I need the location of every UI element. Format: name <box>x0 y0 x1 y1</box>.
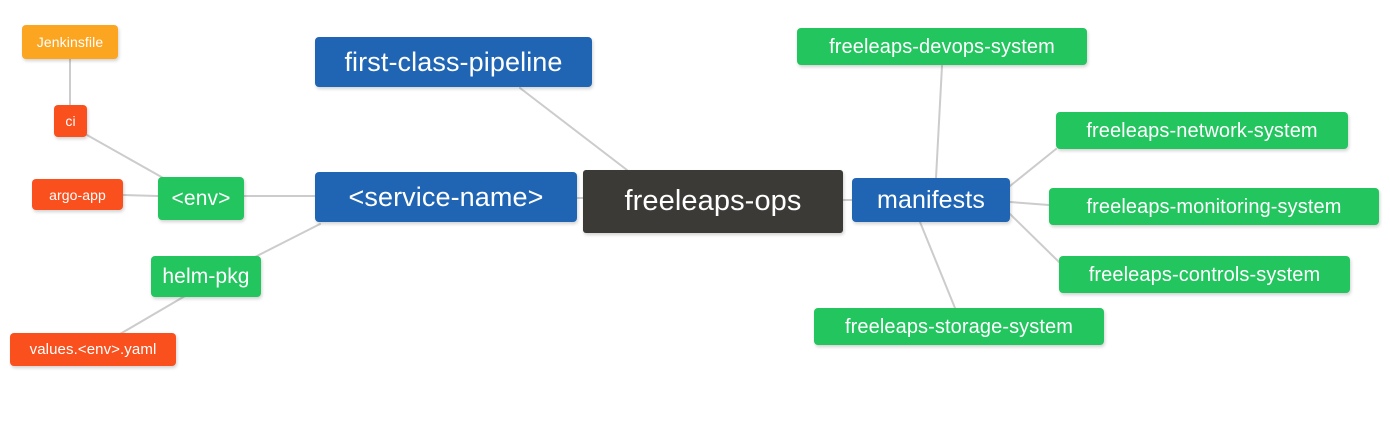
node-first-class-pipeline[interactable]: first-class-pipeline <box>315 37 592 87</box>
node-helm-pkg[interactable]: helm-pkg <box>151 256 261 297</box>
node-ci[interactable]: ci <box>54 105 87 137</box>
edge-manifests-to-freeleaps-monitoring-system <box>1009 201 1050 206</box>
node-values-yaml[interactable]: values.<env>.yaml <box>10 333 176 366</box>
node-freeleaps-controls-system[interactable]: freeleaps-controls-system <box>1059 256 1350 293</box>
node-freeleaps-storage-system[interactable]: freeleaps-storage-system <box>814 308 1104 345</box>
node-freeleaps-monitoring-system[interactable]: freeleaps-monitoring-system <box>1049 188 1379 225</box>
node-freeleaps-network-system[interactable]: freeleaps-network-system <box>1056 112 1348 149</box>
node-manifests[interactable]: manifests <box>852 178 1010 222</box>
edge-manifests-to-freeleaps-storage-system <box>919 221 956 309</box>
node-freeleaps-ops[interactable]: freeleaps-ops <box>583 170 843 233</box>
node-freeleaps-devops-system[interactable]: freeleaps-devops-system <box>797 28 1087 65</box>
edge-manifests-to-freeleaps-devops-system <box>935 65 943 179</box>
edge-service-name-to-helm-pkg <box>248 223 321 261</box>
edge-argo-app-to-env <box>122 194 159 197</box>
node-env[interactable]: <env> <box>158 177 244 220</box>
node-service-name[interactable]: <service-name> <box>315 172 577 222</box>
edge-helm-pkg-to-values-yaml <box>119 295 186 335</box>
node-jenkinsfile[interactable]: Jenkinsfile <box>22 25 118 59</box>
edge-first-class-pipeline-to-freeleaps-ops <box>519 87 628 171</box>
edge-ci-to-env <box>86 134 166 180</box>
node-argo-app[interactable]: argo-app <box>32 179 123 210</box>
edge-manifests-to-freeleaps-network-system <box>1009 148 1057 187</box>
